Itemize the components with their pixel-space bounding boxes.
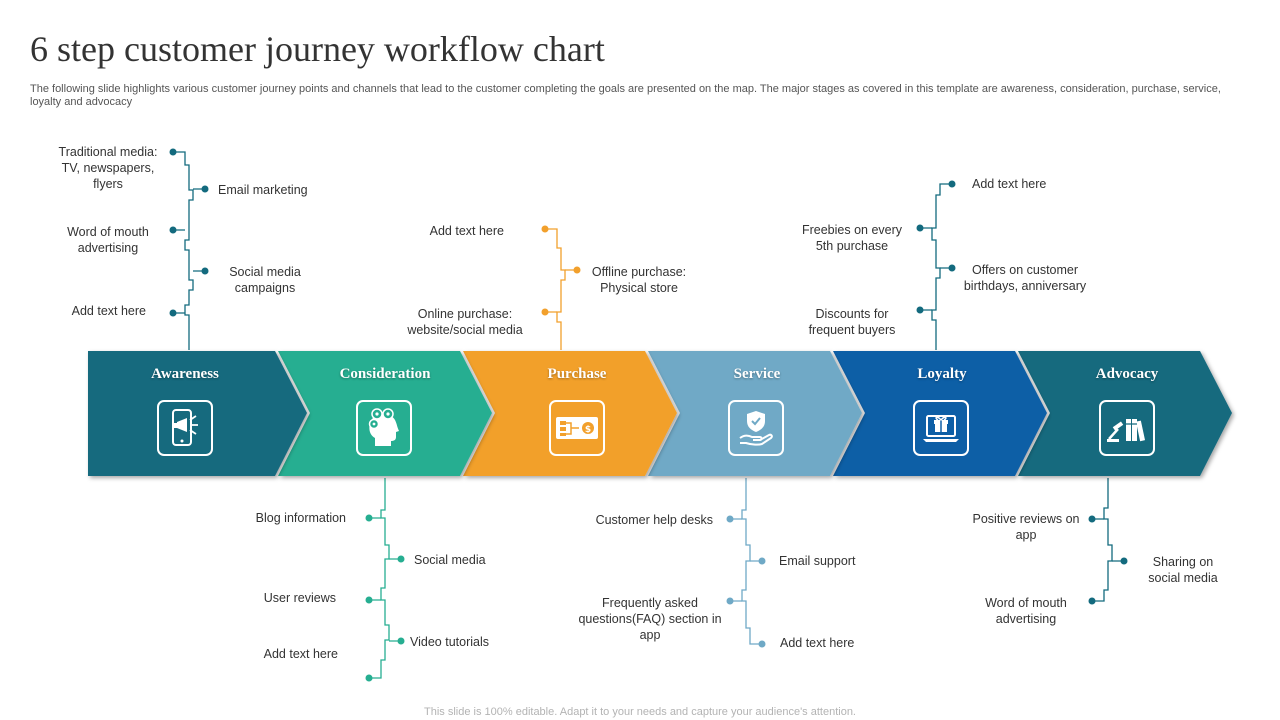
awareness-chevron (88, 351, 307, 476)
purchase-dot (541, 308, 549, 316)
awareness-icon-box (157, 400, 213, 456)
touchpoint-service-add-text: Add text here (780, 636, 855, 650)
service-dot (726, 515, 734, 523)
consideration-dot (365, 674, 373, 682)
purchase-chevron (463, 351, 677, 476)
purchase-icon-box: $ (549, 400, 605, 456)
touchpoint-purchase-offline: Offline purchase: Physical store (591, 265, 687, 295)
consideration-dot (397, 555, 405, 563)
touchpoint-awareness-word-of-mouth: Word of mouth advertising (67, 225, 149, 255)
loyalty-dot (948, 264, 956, 272)
touchpoint-advocacy-word-of-mouth: Word of mouth advertising (985, 596, 1067, 626)
touchpoint-awareness-add-text: Add text here (71, 304, 146, 318)
awareness-dot (201, 267, 209, 275)
purchase-dot (573, 266, 581, 274)
stage-purchase-label: Purchase (547, 366, 607, 382)
touchpoint-advocacy-sharing: Sharing on social media (1148, 555, 1218, 585)
awareness-dot (201, 185, 209, 193)
page-subtitle: The following slide highlights various c… (30, 83, 1221, 108)
consideration-icon-box (356, 400, 412, 456)
advocacy-dot (1088, 597, 1096, 605)
cash-flow-icon: $ (556, 417, 598, 439)
awareness-connector (173, 151, 194, 350)
consideration-branch (369, 517, 401, 642)
stage-awareness-label: Awareness (151, 366, 219, 382)
page-title: 6 step customer journey workflow chart (30, 29, 605, 69)
advocacy-chevron (1018, 351, 1232, 476)
touchpoint-advocacy-positive-reviews: Positive reviews on app (972, 512, 1080, 542)
touchpoint-service-help-desks: Customer help desks (595, 513, 713, 527)
touchpoint-consideration-user-reviews: User reviews (263, 591, 336, 605)
purchase-dot (541, 225, 549, 233)
megaphone-phone-icon (172, 409, 198, 446)
gavel-books-icon (1107, 419, 1146, 442)
consideration-dot (365, 514, 373, 522)
stage-consideration-label: Consideration (339, 366, 431, 382)
svg-text:$: $ (585, 425, 591, 435)
service-icon-box (728, 400, 784, 456)
advocacy-connector (1092, 478, 1113, 602)
stage-loyalty-label: Loyalty (917, 366, 967, 382)
touchpoint-loyalty-add-text: Add text here (972, 177, 1047, 191)
loyalty-icon-box (913, 400, 969, 456)
touchpoint-awareness-traditional-media: Traditional media: TV, newspapers, flyer… (58, 145, 158, 191)
consideration-dot (365, 596, 373, 604)
touchpoint-awareness-social-media-campaigns: Social media campaigns (229, 265, 301, 295)
stage-advocacy-label: Advocacy (1095, 366, 1159, 382)
touchpoint-purchase-online: Online purchase: website/social media (407, 307, 523, 337)
touchpoint-loyalty-freebies: Freebies on every 5th purchase (801, 223, 903, 253)
touchpoint-awareness-email-marketing: Email marketing (218, 183, 308, 197)
footer-note: This slide is 100% editable. Adapt it to… (424, 706, 856, 718)
touchpoint-consideration-blog: Blog information (255, 511, 346, 525)
stage-service-label: Service (733, 366, 781, 382)
touchpoint-consideration-video-tutorials: Video tutorials (410, 635, 489, 649)
touchpoint-purchase-add-text: Add text here (429, 224, 504, 238)
awareness-dot (169, 309, 177, 317)
touchpoint-consideration-add-text: Add text here (263, 647, 338, 661)
loyalty-dot (916, 224, 924, 232)
loyalty-dot (948, 180, 956, 188)
loyalty-connector (931, 183, 952, 350)
loyalty-dot (916, 306, 924, 314)
service-dot (758, 557, 766, 565)
touchpoint-service-email-support: Email support (779, 554, 856, 568)
head-thinking-icon (368, 408, 399, 446)
touchpoint-consideration-social-media: Social media (414, 553, 486, 567)
advocacy-dot (1120, 557, 1128, 565)
hand-shield-icon (739, 411, 773, 446)
laptop-gift-icon (923, 415, 959, 442)
advocacy-icon-box (1099, 400, 1155, 456)
awareness-dot (169, 226, 177, 234)
purchase-connector (545, 228, 566, 350)
service-dot (726, 597, 734, 605)
service-connector (741, 478, 762, 645)
touchpoint-loyalty-offers: Offers on customer birthdays, anniversar… (963, 263, 1087, 293)
loyalty-chevron (833, 351, 1047, 476)
touchpoint-loyalty-discounts: Discounts for frequent buyers (808, 307, 896, 337)
service-dot (758, 640, 766, 648)
touchpoint-service-faq: Frequently asked questions(FAQ) section … (578, 596, 722, 642)
consideration-connector (369, 478, 390, 679)
advocacy-dot (1088, 515, 1096, 523)
consideration-dot (397, 637, 405, 645)
awareness-branch (173, 188, 205, 314)
awareness-dot (169, 148, 177, 156)
